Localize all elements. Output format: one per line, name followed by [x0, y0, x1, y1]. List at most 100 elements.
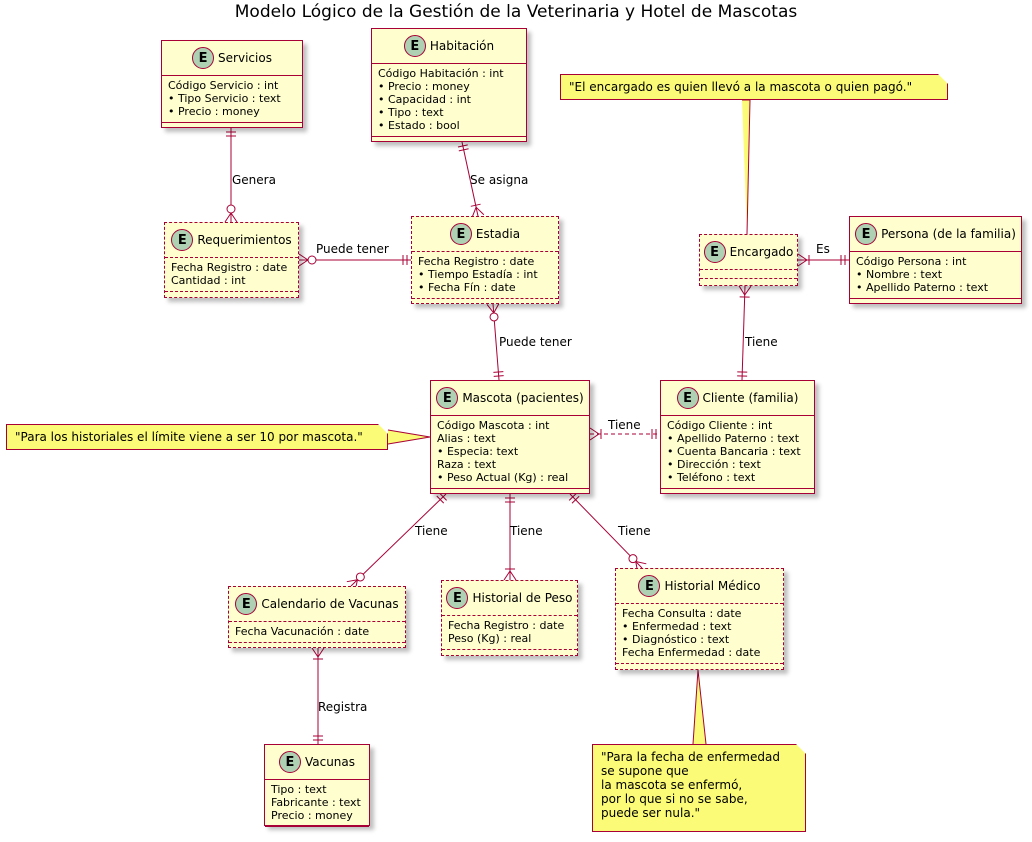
attribute-list: Código Servicio : int• Tipo Servicio : t… — [162, 76, 302, 122]
attribute-item: Código Cliente : int — [667, 419, 773, 432]
rel-label-req-estadia: Puede tener — [316, 242, 389, 256]
rel-label-se-asigna: Se asigna — [470, 173, 529, 187]
crow-foot — [471, 207, 477, 218]
crow-foot — [503, 570, 511, 581]
entity-badge-icon: E — [278, 751, 301, 773]
attribute-item: Alias : text — [437, 432, 496, 445]
cardinality-bar — [439, 492, 447, 501]
attribute-item: Código Servicio : int — [168, 79, 279, 92]
rel-label-es: Es — [816, 242, 830, 256]
attribute-item: por lo que si no se sabe, — [601, 792, 748, 806]
attribute-item: • Diagnóstico : text — [622, 633, 730, 646]
relationship-line — [741, 285, 746, 381]
attribute-item: • Capacidad : int — [378, 93, 471, 106]
crow-foot — [797, 259, 808, 267]
crow-foot — [230, 212, 238, 223]
cardinality-bar — [436, 495, 445, 504]
entity-badge-icon: E — [446, 587, 469, 609]
entity-name: Persona (de la familia) — [881, 227, 1016, 241]
diagram-title: Modelo Lógico de la Gestión de la Veteri… — [234, 2, 798, 22]
entity-badge-icon: E — [436, 387, 459, 409]
attribute-item: • Tipo Servicio : text — [168, 92, 281, 105]
attribute-item: puede ser nula." — [601, 806, 701, 820]
entity-name: Encargado — [729, 245, 794, 259]
attribute-item: Fecha Vacunación : date — [235, 625, 370, 638]
rel-label-mascota-cliente: Tiene — [608, 418, 641, 432]
entity-name: Servicios — [218, 51, 272, 65]
attribute-item: • Precio : money — [168, 105, 260, 118]
attribute-item: • Peso Actual (Kg) : real — [437, 471, 569, 484]
relationship-line — [461, 141, 479, 217]
crow-foot — [509, 570, 517, 581]
crow-foot — [298, 259, 309, 267]
attribute-item: • Apellido Paterno : text — [856, 281, 989, 294]
cardinality-bar — [493, 375, 504, 377]
attribute-item: • Estado : bool — [378, 119, 460, 132]
crow-foot — [493, 303, 500, 314]
entity-name: Vacunas — [304, 755, 356, 769]
attribute-item: • Cuenta Bancaria : text — [667, 445, 801, 458]
rel-label-mascota-peso: Tiene — [510, 524, 543, 538]
rel-label-mascota-medico: Tiene — [618, 524, 651, 538]
relationship-line — [350, 493, 447, 587]
rel-label-genera: Genera — [232, 173, 276, 187]
attribute-list: Código Persona : int• Nombre : text• Ape… — [850, 252, 1021, 298]
attribute-item: • Especia: text — [437, 445, 519, 458]
entity-badge-icon: E — [171, 229, 194, 251]
attribute-item: Cantidad : int — [171, 274, 246, 287]
crow-foot — [635, 561, 647, 565]
attribute-list: Fecha Registro : date• Tiempo Estadía : … — [412, 252, 558, 298]
attribute-item: se supone que — [601, 764, 689, 778]
crow-foot — [346, 579, 358, 583]
attribute-item: Código Mascota : int — [437, 419, 550, 432]
rel-label-registra: Registra — [318, 700, 368, 714]
rel-label-estadia-mascota: Puede tener — [499, 335, 572, 349]
rel-label-encargado-cliente: Tiene — [745, 335, 778, 349]
attribute-list: Fecha Vacunación : date — [229, 622, 405, 642]
attribute-list: Código Cliente : int• Apellido Paterno :… — [661, 416, 814, 488]
entity-name: Estadia — [475, 227, 521, 241]
attribute-item: • Tipo : text — [378, 106, 444, 119]
attribute-item: • Tiempo Estadía : int — [418, 268, 538, 281]
cardinality-bar — [457, 144, 468, 148]
attribute-item: Fecha Consulta : date — [622, 607, 742, 620]
entity-badge-icon: E — [703, 241, 726, 263]
attribute-item: Fecha Registro : date — [418, 255, 535, 268]
crow-foot — [738, 285, 746, 296]
crow-foot — [589, 433, 600, 441]
attribute-item: • Enfermedad : text — [622, 620, 732, 633]
cardinality-circle — [628, 554, 638, 564]
cardinality-circle — [355, 572, 365, 582]
cardinality-circle — [489, 312, 499, 322]
note-connector — [387, 429, 431, 445]
cardinality-bar — [568, 493, 577, 501]
crow-foot — [486, 304, 495, 314]
rel-label-mascota-calendario: Tiene — [415, 524, 448, 538]
attribute-item: la mascota se enfermó, — [601, 778, 743, 792]
note-connector — [742, 99, 751, 235]
attribute-item: Peso (Kg) : real — [448, 632, 532, 645]
entity-name: Cliente (familia) — [702, 391, 799, 405]
entity-name: Calendario de Vacunas — [261, 597, 399, 611]
attribute-item: • Teléfono : text — [667, 471, 756, 484]
crow-foot — [298, 253, 309, 261]
cardinality-bar — [470, 203, 481, 207]
